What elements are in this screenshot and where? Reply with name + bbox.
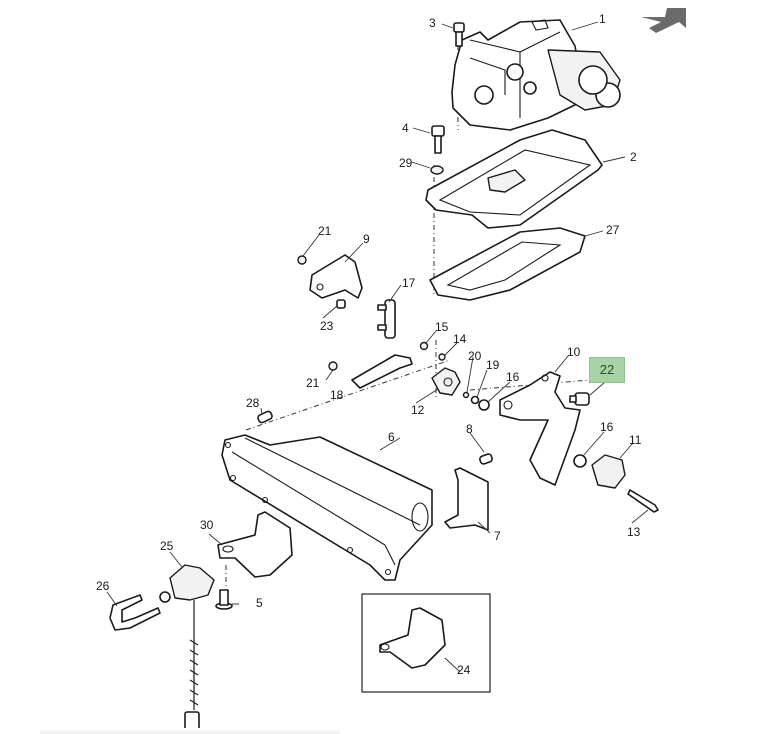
callout-16-lower[interactable]: 16 [600, 420, 614, 434]
part-10-bracket[interactable] [499, 371, 581, 486]
part-8-bolt[interactable] [479, 453, 493, 465]
scroll-shadow [40, 728, 340, 734]
part-25-sensor[interactable] [159, 564, 215, 733]
callout-5[interactable]: 5 [256, 596, 263, 610]
callout-27[interactable]: 27 [606, 223, 620, 237]
callout-30[interactable]: 30 [200, 518, 214, 532]
callout-22-highlighted[interactable]: 22 [589, 357, 625, 383]
callout-29[interactable]: 29 [399, 156, 413, 170]
part-24-bracket[interactable] [379, 607, 446, 669]
callout-17[interactable]: 17 [402, 276, 416, 290]
arrow-up-right-icon[interactable] [641, 8, 686, 33]
callout-20[interactable]: 20 [468, 349, 482, 363]
callout-4[interactable]: 4 [402, 121, 409, 135]
part-15-nut[interactable] [419, 341, 429, 351]
part-27-gasket[interactable] [429, 227, 586, 301]
callout-26[interactable]: 26 [96, 579, 110, 593]
callout-19[interactable]: 19 [486, 358, 500, 372]
part-7-bracket[interactable] [444, 467, 489, 531]
part-9-bracket[interactable] [309, 254, 363, 299]
callout-21-lower[interactable]: 21 [306, 376, 320, 390]
part-21-nut-upper[interactable] [297, 255, 307, 265]
part-16-washer-left[interactable] [478, 399, 490, 411]
part-1-valve-housing[interactable] [451, 19, 621, 131]
callout-6[interactable]: 6 [388, 430, 395, 444]
part-13-pin[interactable] [627, 489, 659, 513]
part-20-ball[interactable] [462, 391, 470, 399]
part-2-plate[interactable] [425, 129, 603, 229]
part-6-housing[interactable] [221, 434, 433, 581]
callout-23-label[interactable]: 23 [320, 319, 334, 333]
callout-7[interactable]: 7 [494, 529, 501, 543]
part-29-washer[interactable] [430, 165, 444, 175]
part-5-screw[interactable] [215, 589, 233, 610]
callout-12[interactable]: 12 [411, 403, 425, 417]
part-18-lever[interactable] [351, 354, 413, 389]
part-4-bolt[interactable] [431, 125, 445, 154]
part-16-washer-right[interactable] [573, 454, 587, 468]
part-14-pin[interactable] [438, 353, 446, 361]
callout-21-upper[interactable]: 21 [318, 224, 332, 238]
part-28-bolt[interactable] [257, 410, 273, 424]
part-12-bushing[interactable] [431, 367, 461, 396]
part-30-bracket[interactable] [217, 511, 293, 578]
callout-13[interactable]: 13 [627, 525, 641, 539]
callout-11[interactable]: 11 [629, 433, 642, 447]
part-22-bolt[interactable] [569, 392, 590, 406]
part-21-nut-lower[interactable] [328, 361, 338, 371]
callout-24[interactable]: 24 [457, 663, 471, 677]
callout-14[interactable]: 14 [453, 332, 467, 346]
callout-18[interactable]: 18 [330, 388, 344, 402]
part-26-clip[interactable] [109, 594, 161, 631]
part-24-inset [361, 593, 491, 693]
callout-3[interactable]: 3 [429, 16, 436, 30]
part-23-bolt[interactable] [336, 299, 346, 309]
part-19-washer[interactable] [470, 395, 480, 405]
callout-10[interactable]: 10 [567, 345, 581, 359]
callout-16-upper[interactable]: 16 [506, 370, 520, 384]
part-3-bolt[interactable] [453, 22, 465, 47]
part-17-shaft[interactable] [377, 299, 396, 339]
callout-1[interactable]: 1 [599, 12, 606, 26]
callout-9[interactable]: 9 [363, 232, 370, 246]
callout-28[interactable]: 28 [246, 396, 260, 410]
callout-8[interactable]: 8 [466, 422, 473, 436]
part-11-connector[interactable] [591, 454, 626, 489]
callout-25[interactable]: 25 [160, 539, 174, 553]
callout-15[interactable]: 15 [435, 320, 449, 334]
callout-2[interactable]: 2 [630, 150, 637, 164]
